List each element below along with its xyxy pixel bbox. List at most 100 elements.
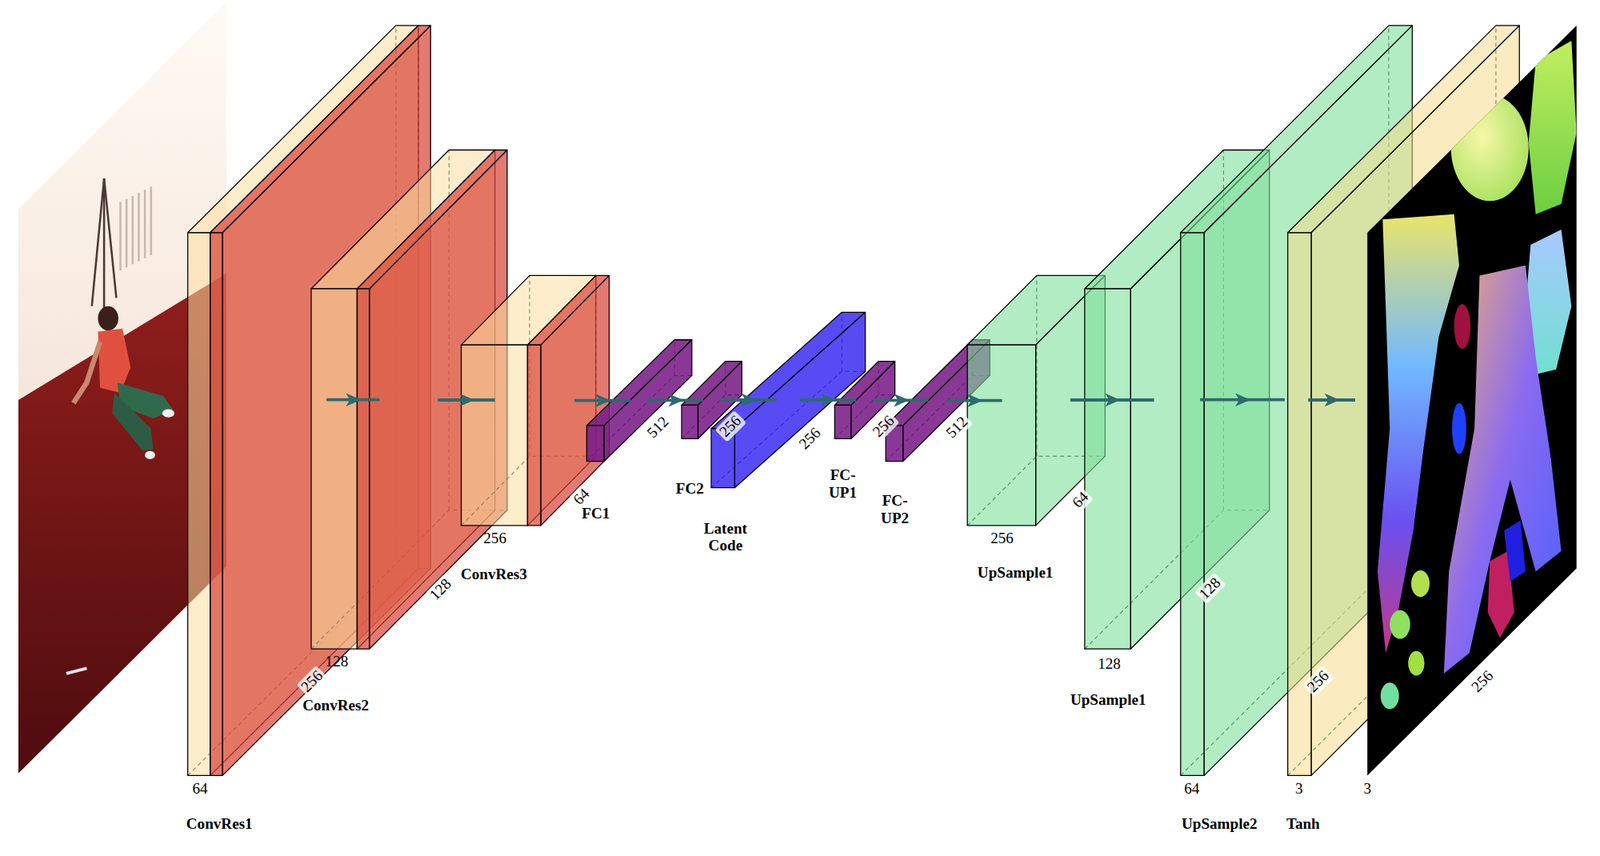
arrow-head <box>1324 393 1340 408</box>
dimension-label: 3 <box>1295 780 1304 798</box>
illustration-part <box>144 451 156 460</box>
illustration-part <box>66 668 88 673</box>
layer-name: UpSample2 <box>1181 816 1258 834</box>
slab-front <box>967 344 1036 526</box>
arrow-head <box>345 392 361 407</box>
hidden-edge <box>711 312 866 488</box>
dimension-label: 3 <box>1363 780 1372 798</box>
illustration-part <box>132 196 135 264</box>
arrow-head <box>459 393 475 408</box>
arrow-head <box>820 393 836 408</box>
illustration-part <box>1454 304 1471 349</box>
illustration-part <box>1528 40 1577 215</box>
slab-front <box>527 344 541 526</box>
slab-top <box>586 340 692 426</box>
layer-block: 3256 <box>1365 265 1371 536</box>
layer-block: 128128UpSample1 <box>1154 219 1200 580</box>
illustration-part <box>1408 651 1424 676</box>
depth-label: 256 <box>1302 665 1334 697</box>
illustration-part <box>144 189 147 258</box>
arrow-head <box>668 393 684 408</box>
slab-front <box>356 288 369 649</box>
slab-front <box>834 404 851 439</box>
arrow-head <box>893 393 909 408</box>
illustration-part <box>1377 214 1460 653</box>
layer-block: 256FC2 <box>703 382 721 417</box>
flow-arrow <box>574 393 631 408</box>
illustration-part <box>119 202 122 271</box>
illustration-part <box>1367 25 1576 776</box>
arrow-head <box>1104 393 1120 408</box>
layer-block: 25664ConvRes3 <box>495 310 575 492</box>
layer-block: 512FC1 <box>630 382 648 419</box>
layer-name: FC- UP2 <box>876 492 914 528</box>
output-segmentation <box>1367 25 1576 776</box>
illustration-part <box>1452 403 1467 455</box>
slab-top <box>527 275 609 345</box>
slab-front <box>311 288 357 649</box>
depth-label: 128 <box>424 574 456 606</box>
depth-label: 512 <box>941 412 973 444</box>
illustration-part <box>1377 40 1577 709</box>
flow-arrow <box>947 393 1003 408</box>
illustration-part <box>92 178 104 306</box>
slab-top <box>356 149 507 288</box>
layer-name: FC2 <box>676 480 704 498</box>
flow-arrow <box>1200 392 1285 407</box>
illustration-part <box>120 186 152 271</box>
layer-block: 128128ConvRes2 <box>379 219 438 580</box>
layer-name: FC- UP1 <box>824 467 862 503</box>
layer-block: 64256UpSample2 <box>1284 128 1308 672</box>
illustration-part <box>137 192 140 261</box>
flow-arrow <box>800 393 856 408</box>
slab-side <box>734 312 865 488</box>
dimension-label: 256 <box>990 529 1014 548</box>
layer-name: UpSample1 <box>977 564 1054 583</box>
layer-name: ConvRes1 <box>186 816 253 834</box>
arrow-head <box>741 393 757 408</box>
slab-front <box>1084 288 1131 649</box>
illustration-part <box>1411 570 1430 597</box>
dimension-label: 128 <box>1097 655 1121 673</box>
depth-label: 256 <box>715 410 747 442</box>
layer-block: 512FC- UP2 <box>928 382 948 419</box>
depth-label: 256 <box>868 410 900 442</box>
flow-arrow <box>1070 393 1155 408</box>
layer-name: Tanh <box>1286 816 1320 834</box>
layer-block: 64256ConvRes1 <box>292 128 327 672</box>
dimension-label: 256 <box>483 529 507 548</box>
layer-block: 3Tanh <box>1355 265 1364 536</box>
depth-label: 256 <box>794 423 826 455</box>
slab-front <box>586 425 604 462</box>
depth-label: 512 <box>642 412 674 444</box>
illustration-part <box>162 408 175 417</box>
illustration-part <box>1389 610 1411 640</box>
layer-block: 256FC- UP1 <box>856 382 874 417</box>
arrow-head <box>595 393 611 408</box>
layer-name: FC1 <box>581 505 610 524</box>
illustration-part <box>1444 265 1562 674</box>
slab-front <box>1288 232 1312 776</box>
arrow-head <box>1235 392 1251 407</box>
layer-blocks <box>188 25 1520 776</box>
layer-slab <box>711 312 866 488</box>
layer-name: Latent Code <box>695 520 757 556</box>
depth-label: 256 <box>296 665 328 697</box>
arrow-head <box>967 393 983 408</box>
flow-arrow <box>720 393 777 408</box>
flow-arrow <box>648 393 704 408</box>
dimension-label: 64 <box>192 780 208 798</box>
flow-arrow <box>437 393 495 408</box>
layer-block: 256Latent Code <box>776 370 800 430</box>
illustration-part <box>18 0 227 776</box>
input-photo <box>18 0 227 776</box>
flow-arrow <box>326 392 380 407</box>
slab-front <box>461 344 528 526</box>
illustration-part <box>97 306 119 332</box>
slab-front <box>681 404 698 439</box>
illustration-part <box>73 341 100 404</box>
